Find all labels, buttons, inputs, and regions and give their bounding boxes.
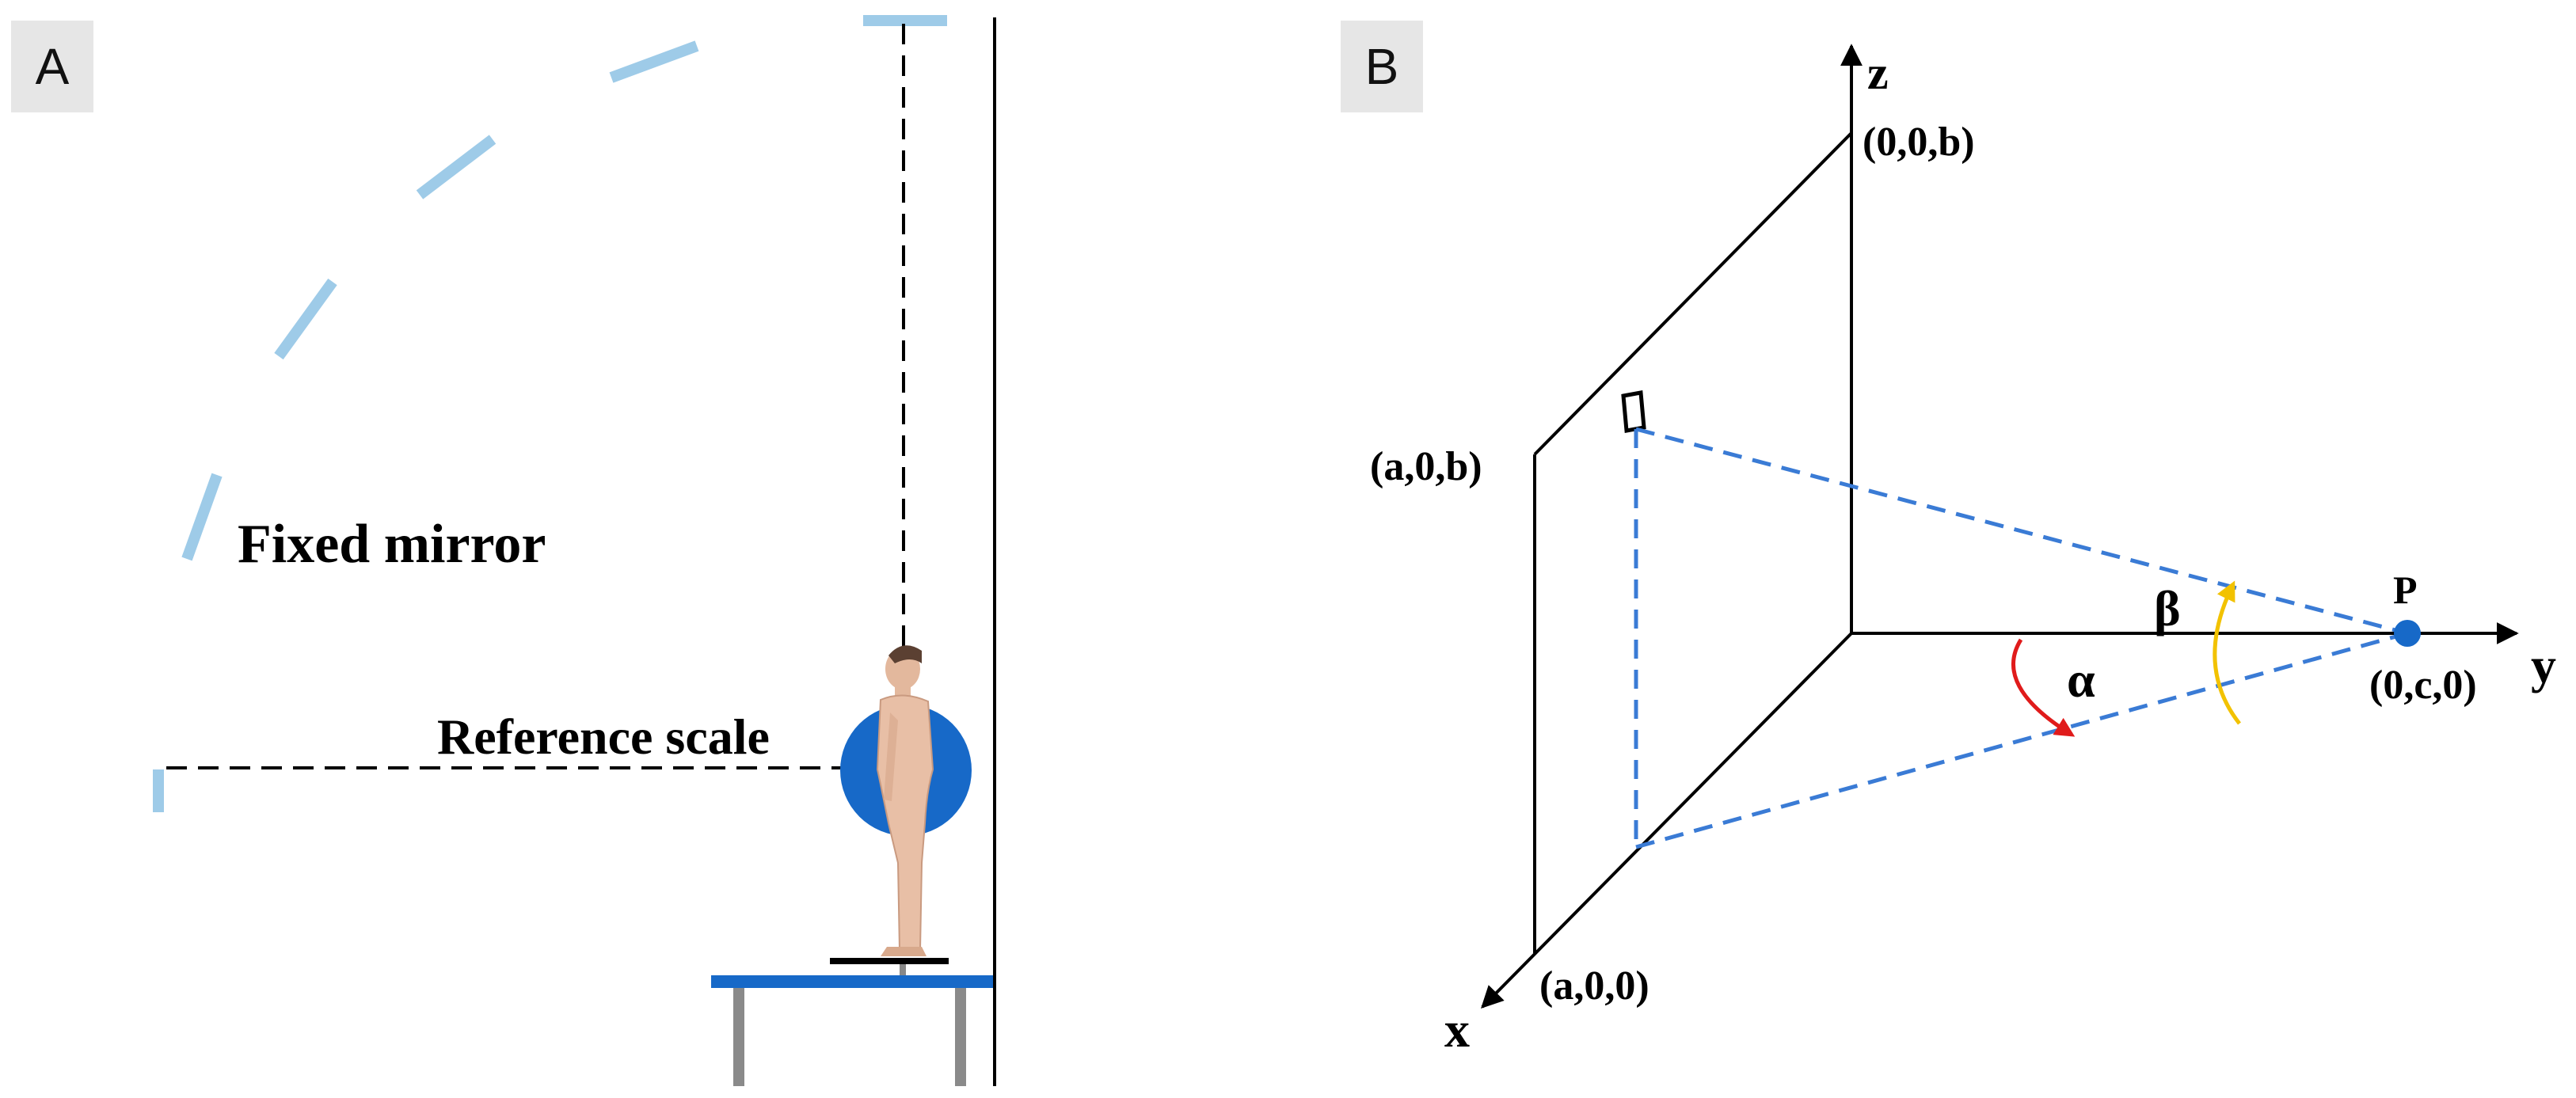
alpha-label: α <box>2067 652 2095 708</box>
panel-a: Fixed mirror Reference scale <box>153 15 996 1086</box>
point-p-label: P <box>2393 568 2418 612</box>
z-axis-label: z <box>1867 47 1889 99</box>
alpha-arc <box>2011 638 2076 737</box>
plane-marker <box>1621 390 1646 433</box>
platform-top <box>711 975 993 988</box>
mirror-segment <box>609 40 699 83</box>
point-p-coord-label: (0,c,0) <box>2369 663 2477 708</box>
mirror-segment <box>274 278 337 360</box>
point-p <box>2394 620 2421 647</box>
beta-label: β <box>2154 580 2181 636</box>
platform-leg-left <box>733 988 744 1086</box>
platform-leg-right <box>955 988 966 1086</box>
panel-b: z y x (0,0,b) (a,0,b) (a,0,0) P (0,c,0) … <box>1370 44 2556 1058</box>
fixed-mirror-arc <box>153 15 947 812</box>
person-figure <box>876 645 934 956</box>
mirror-segment <box>416 135 497 199</box>
panel-a-tag: A <box>11 21 93 112</box>
point-0-0-b-label: (0,0,b) <box>1863 120 1975 165</box>
y-axis-label: y <box>2531 637 2556 693</box>
reference-scale-label: Reference scale <box>437 709 770 765</box>
x-axis <box>1481 632 1853 1009</box>
mirror-segment <box>181 473 223 561</box>
fixed-mirror-label: Fixed mirror <box>238 514 546 575</box>
x-axis-label: x <box>1444 1001 1470 1058</box>
point-a-0-0-label: (a,0,0) <box>1539 963 1649 1009</box>
point-a-0-b-label: (a,0,b) <box>1370 444 1482 489</box>
plane-top-edge <box>1533 131 1853 456</box>
projection-lines <box>1634 427 2408 849</box>
panel-b-tag: B <box>1341 21 1423 112</box>
beta-arc <box>2213 580 2241 725</box>
